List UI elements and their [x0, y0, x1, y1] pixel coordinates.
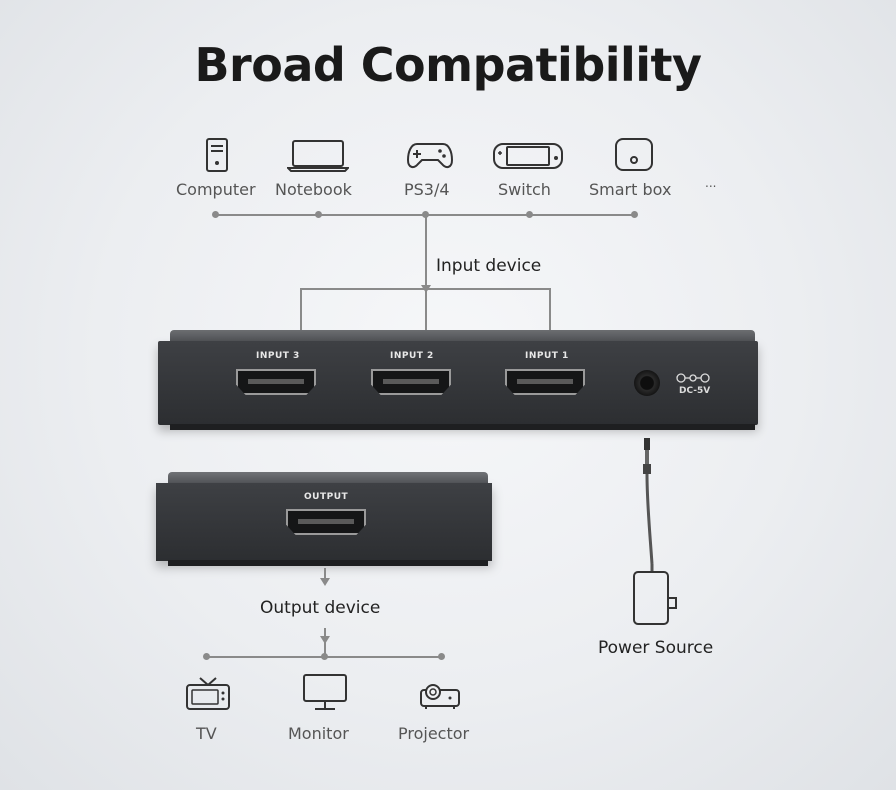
monitor-icon	[303, 674, 347, 710]
connector-dot	[203, 653, 210, 660]
connector-dot	[438, 653, 445, 660]
device-label-switch: Switch	[498, 180, 551, 199]
power-cable-icon	[633, 438, 677, 625]
hdmi-port-input-1	[505, 369, 585, 395]
input-branch-right	[549, 288, 551, 330]
tv-icon	[186, 677, 230, 710]
switch-box-base	[170, 424, 755, 430]
output-device-label: Output device	[260, 598, 381, 618]
connector-dot	[315, 211, 322, 218]
port-label-input-3: INPUT 3	[256, 351, 300, 361]
connector-dot	[631, 211, 638, 218]
input-branch-left	[300, 288, 302, 330]
device-label-smart-box: Smart box	[589, 180, 672, 199]
gamepad-icon	[407, 143, 453, 169]
hdmi-port-input-3	[236, 369, 316, 395]
handheld-console-icon	[493, 143, 563, 169]
output-box-base	[168, 560, 488, 566]
input-trunk-line	[425, 216, 427, 330]
dc-polarity-icon	[676, 373, 710, 383]
switch-box-top	[170, 330, 755, 344]
port-label-output: OUTPUT	[304, 492, 349, 502]
power-source-label: Power Source	[598, 638, 714, 658]
device-label-projector: Projector	[398, 724, 470, 743]
more-devices-ellipsis: ...	[705, 176, 717, 190]
output-box-top	[168, 472, 488, 486]
device-label-notebook: Notebook	[275, 180, 352, 199]
device-label-ps34: PS3/4	[404, 180, 450, 199]
page-title: Broad Compatibility	[194, 38, 702, 92]
arrow-down-icon	[320, 578, 330, 586]
connector-dot	[526, 211, 533, 218]
smart-box-icon	[615, 138, 653, 171]
port-label-input-1: INPUT 1	[525, 351, 569, 361]
connector-dot	[212, 211, 219, 218]
port-label-input-2: INPUT 2	[390, 351, 434, 361]
laptop-icon	[287, 140, 349, 172]
dc-power-jack	[634, 370, 660, 396]
projector-icon	[420, 684, 460, 709]
connector-dot	[321, 653, 328, 660]
dc-voltage-label: DC-5V	[679, 386, 711, 396]
device-label-tv: TV	[196, 724, 217, 743]
input-device-label: Input device	[436, 256, 542, 276]
hdmi-port-input-2	[371, 369, 451, 395]
device-label-monitor: Monitor	[288, 724, 349, 743]
output-trunk-line-1	[324, 568, 326, 582]
computer-tower-icon	[206, 138, 228, 172]
arrow-down-icon	[320, 636, 330, 644]
connector-dot	[422, 211, 429, 218]
device-label-computer: Computer	[176, 180, 256, 199]
arrow-down-icon	[421, 285, 431, 293]
hdmi-port-output	[286, 509, 366, 535]
